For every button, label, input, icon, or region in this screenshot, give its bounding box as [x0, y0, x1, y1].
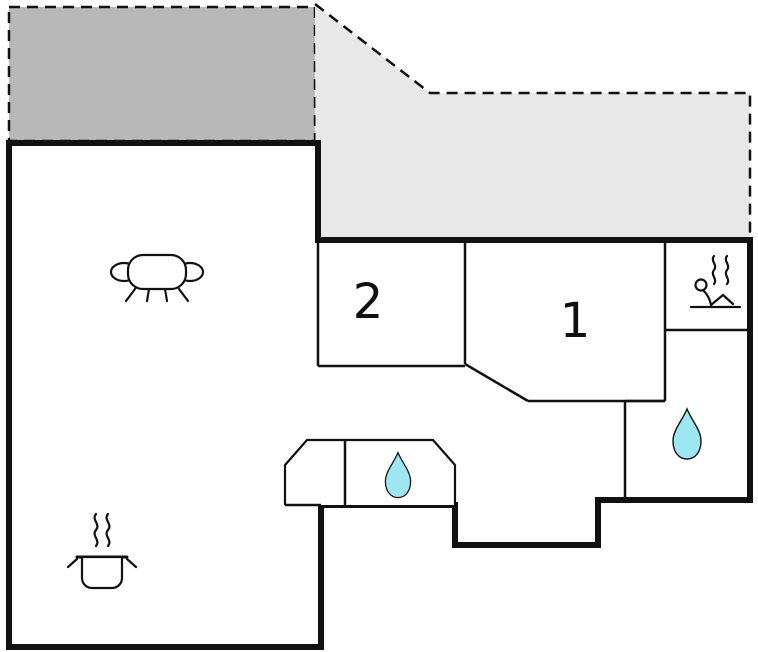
water-drop-icon: [672, 407, 702, 460]
terrace-dark-area: [9, 7, 315, 141]
terrace-light-area: [315, 4, 750, 238]
sauna-person-legs: [709, 293, 735, 307]
sofa-icon: [109, 253, 205, 303]
bedroom-1-label: 1: [560, 293, 591, 349]
sauna-steam-icon: [724, 254, 730, 286]
interior-walls: [316, 240, 750, 500]
utility-bathroom-unit: [283, 438, 457, 507]
terrace-dark-dashed-border: [7, 5, 317, 143]
sauna-icon: [689, 254, 742, 309]
sofa-leg: [124, 287, 137, 303]
cooking-pot-icon: [66, 512, 138, 590]
water-drop-icon: [384, 450, 412, 499]
sofa-leg: [163, 287, 169, 303]
terrace-light: [314, 3, 752, 238]
sauna-steam-icon: [711, 254, 717, 286]
pot-steam-icon: [93, 512, 99, 548]
sofa-leg: [177, 287, 190, 303]
bedroom-2-label: 2: [353, 274, 384, 330]
wall-bedroom1-diagonal: [464, 362, 529, 403]
sauna-person-head: [694, 278, 708, 292]
utility-bathroom-outline: [283, 438, 457, 505]
pot-body: [80, 555, 124, 590]
sofa-body: [126, 253, 188, 291]
terrace-light-dashed-border: [314, 3, 752, 238]
sauna-person-body: [701, 288, 713, 307]
terrace-dark: [7, 5, 317, 143]
pot-steam-icon: [105, 512, 111, 548]
bedroom-2: 2: [353, 274, 384, 330]
bedroom-1: 1: [560, 293, 591, 349]
sofa-leg: [145, 287, 151, 303]
pot-handle-left: [66, 557, 79, 569]
pot-handle-right: [125, 557, 138, 569]
